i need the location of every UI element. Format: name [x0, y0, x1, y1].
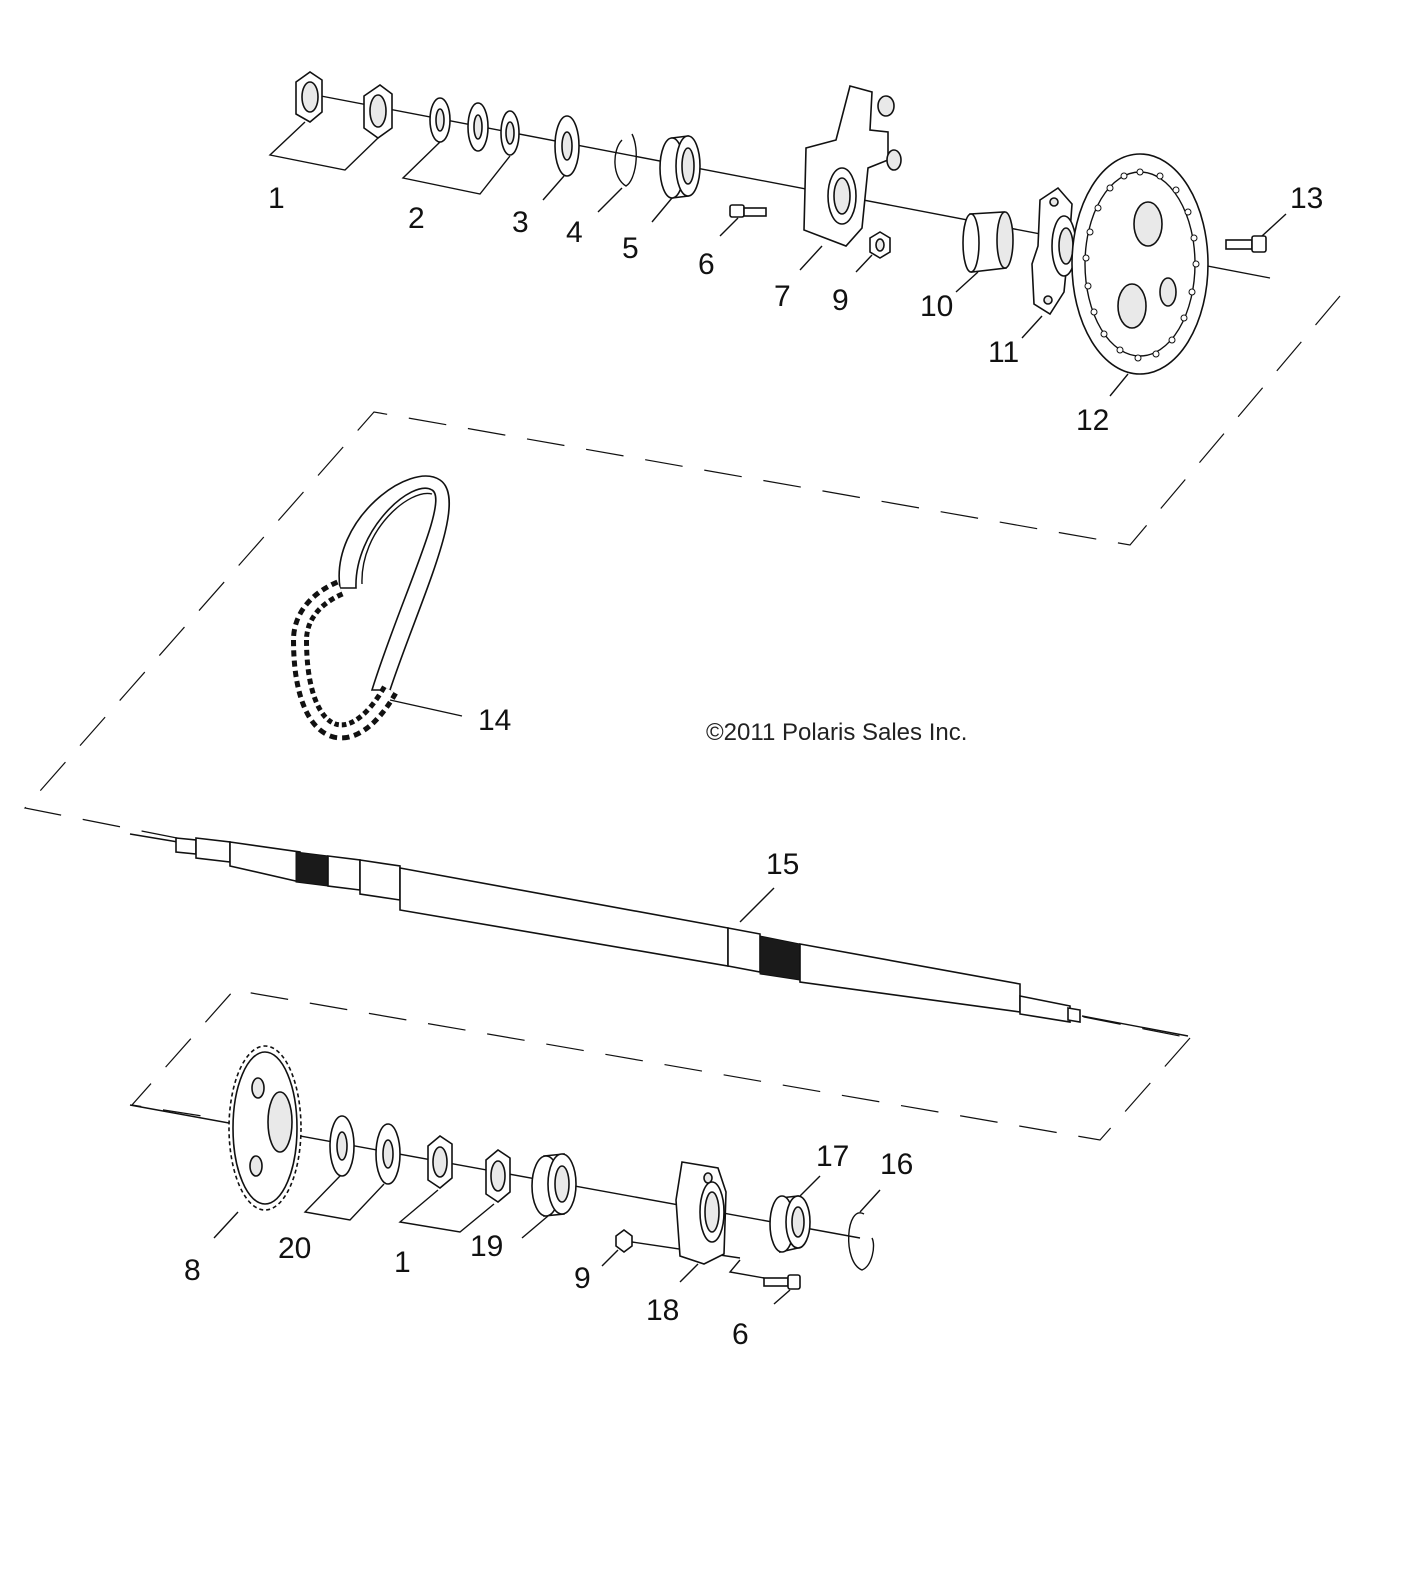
callout-8: 8	[184, 1254, 201, 1287]
callout-17: 17	[816, 1140, 849, 1173]
hex-nut-pair-upper	[268, 71, 393, 171]
callout-19: 19	[470, 1230, 503, 1263]
disc-bolt	[1225, 213, 1287, 253]
callout-5: 5	[622, 232, 639, 265]
callout-1-upper: 1	[268, 182, 285, 215]
callout-10: 10	[920, 290, 953, 323]
bolt-lower	[728, 1259, 801, 1305]
drive-chain	[291, 475, 463, 741]
callout-1-lower: 1	[394, 1246, 411, 1279]
callout-16: 16	[880, 1148, 913, 1181]
callout-7: 7	[774, 280, 791, 313]
snap-ring-lower	[847, 1189, 881, 1271]
callout-13: 13	[1290, 182, 1323, 215]
callout-6-upper: 6	[698, 248, 715, 281]
bearing-upper	[651, 135, 701, 223]
brake-hub-flange	[1021, 186, 1077, 339]
callout-14: 14	[478, 704, 511, 737]
hex-nut-pair-lower	[398, 1135, 511, 1233]
callout-12: 12	[1076, 404, 1109, 437]
brake-disc-holes	[1082, 168, 1200, 362]
callout-11: 11	[988, 336, 1019, 369]
drive-sprocket	[213, 1045, 302, 1239]
callout-2: 2	[408, 202, 425, 235]
callout-9-lower: 9	[574, 1262, 591, 1295]
bearing-outer	[769, 1175, 821, 1253]
spacer-sleeve	[955, 211, 1014, 293]
washer-set	[401, 97, 520, 195]
callout-4: 4	[566, 216, 583, 249]
bearing-lower	[521, 1153, 577, 1239]
callout-9-upper: 9	[832, 284, 849, 317]
brake-disc	[1071, 153, 1209, 397]
nut-upper	[855, 231, 891, 273]
main-axle-shaft	[129, 833, 1189, 1037]
callout-15: 15	[766, 848, 799, 881]
washer-pair-lower	[303, 1115, 401, 1221]
bolt-upper	[719, 204, 767, 237]
assembly-boundary-lower	[130, 989, 1191, 1141]
callout-6-lower: 6	[732, 1318, 749, 1351]
bearing-housing-lower	[675, 1161, 727, 1283]
snap-ring-upper	[597, 133, 637, 213]
copyright-notice: ©2011 Polaris Sales Inc.	[706, 719, 967, 746]
callout-18: 18	[646, 1294, 679, 1327]
callout-20: 20	[278, 1232, 311, 1265]
callout-3: 3	[512, 206, 529, 239]
bearing-housing-bracket	[799, 85, 902, 271]
thrust-washer	[542, 115, 580, 201]
